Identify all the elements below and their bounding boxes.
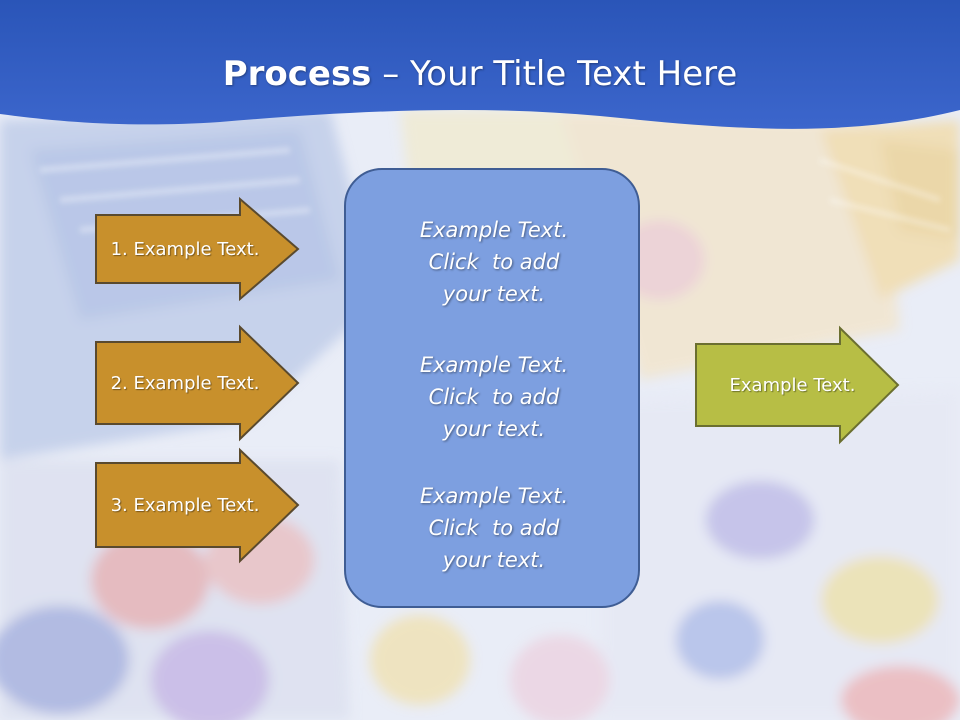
arrow-shape bbox=[695, 325, 900, 445]
center-text-1-line2: Click to add bbox=[428, 250, 560, 274]
arrow-shape bbox=[95, 447, 300, 564]
arrow-shape bbox=[95, 324, 300, 442]
center-text-2: Example Text. Click to add your text. bbox=[346, 349, 642, 445]
center-process-box[interactable]: Example Text. Click to add your text. Ex… bbox=[344, 168, 640, 608]
title-bold: Process bbox=[222, 54, 372, 94]
center-text-3: Example Text. Click to add your text. bbox=[346, 480, 642, 576]
input-arrow-1-label: 1. Example Text. bbox=[110, 238, 260, 260]
center-text-2-line3: your text. bbox=[442, 417, 546, 441]
input-arrow-2-label: 2. Example Text. bbox=[110, 372, 260, 394]
output-arrow-label: Example Text. bbox=[729, 374, 856, 396]
input-arrow-1[interactable]: 1. Example Text. bbox=[95, 196, 300, 302]
slide-title: Process – Your Title Text Here bbox=[0, 52, 960, 96]
title-rest: – Your Title Text Here bbox=[371, 54, 738, 94]
center-text-1-line3: your text. bbox=[442, 282, 546, 306]
center-text-3-line3: your text. bbox=[442, 548, 546, 572]
input-arrow-2[interactable]: 2. Example Text. bbox=[95, 324, 300, 442]
center-text-1-line1: Example Text. bbox=[419, 218, 569, 242]
center-text-2-line2: Click to add bbox=[428, 385, 560, 409]
center-text-3-line2: Click to add bbox=[428, 516, 560, 540]
center-text-1: Example Text. Click to add your text. bbox=[346, 214, 642, 310]
output-arrow[interactable]: Example Text. bbox=[695, 325, 900, 445]
title-banner bbox=[0, 0, 960, 129]
center-text-2-line1: Example Text. bbox=[419, 353, 569, 377]
center-text-3-line1: Example Text. bbox=[419, 484, 569, 508]
input-arrow-3[interactable]: 3. Example Text. bbox=[95, 447, 300, 564]
input-arrow-3-label: 3. Example Text. bbox=[110, 495, 260, 516]
arrow-shape bbox=[95, 196, 300, 302]
